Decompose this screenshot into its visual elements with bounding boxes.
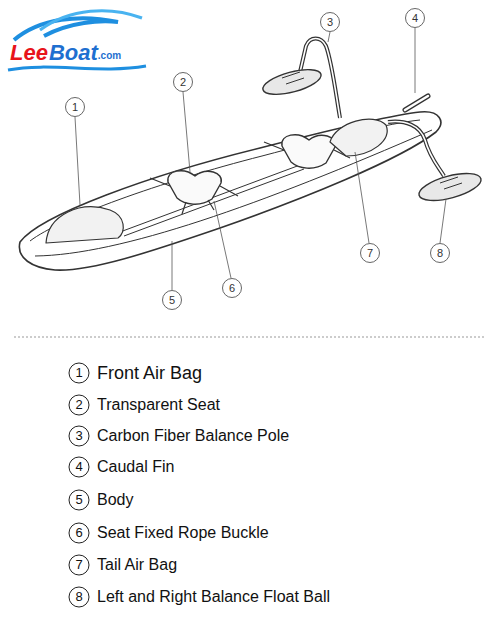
seat-strap [150, 178, 238, 214]
callout-circle [163, 291, 182, 310]
list-number: 1 [69, 363, 89, 383]
separator-line [14, 337, 486, 338]
callout-circles [66, 9, 450, 310]
part-name: Caudal Fin [97, 456, 174, 478]
callout-number: 3 [320, 12, 340, 32]
float-ball [416, 168, 484, 206]
logo-wave [8, 66, 146, 70]
list-number: 5 [69, 490, 89, 510]
callout-circle [321, 13, 340, 32]
logo-wave [40, 11, 142, 30]
callout-number: 4 [405, 8, 425, 28]
part-name: Carbon Fiber Balance Pole [97, 425, 289, 447]
list-number: 2 [69, 395, 89, 415]
callout-circle [361, 244, 380, 263]
tail-air-bag [330, 119, 387, 156]
logo-waves [8, 11, 146, 70]
list-number: 4 [69, 457, 89, 477]
hull-keel [120, 165, 300, 232]
float-strap [440, 177, 462, 189]
logo-text: .com [98, 50, 121, 62]
callout-number: 1 [65, 97, 85, 117]
seat [168, 171, 221, 204]
callout-number: 7 [360, 243, 380, 263]
logo-wave [14, 18, 118, 40]
list-circle [69, 490, 89, 510]
callout-circle [431, 244, 450, 263]
leader-lines [75, 28, 446, 290]
callout-circle [66, 98, 85, 117]
callout-circle [406, 9, 425, 28]
callout-number: 8 [430, 243, 450, 263]
list-circle [69, 426, 89, 446]
leader-line [355, 152, 369, 243]
list-circle [69, 363, 89, 383]
leader-line [214, 201, 231, 278]
part-name: Body [97, 489, 133, 511]
leader-line [183, 92, 190, 172]
part-name: Front Air Bag [97, 362, 202, 384]
caudal-fin-inner [405, 96, 428, 110]
callout-circle [174, 73, 193, 92]
boat-hull [19, 112, 440, 270]
part-name: Transparent Seat [97, 394, 220, 416]
callout-number: 2 [173, 72, 193, 92]
float-strap [282, 72, 304, 84]
callout-circle [223, 279, 242, 298]
list-number: 3 [69, 426, 89, 446]
leader-line [440, 199, 446, 243]
callout-number: 5 [162, 290, 182, 310]
seat [282, 135, 335, 168]
leader-line [415, 28, 416, 93]
leader-line [75, 117, 80, 205]
list-circle [69, 395, 89, 415]
list-circles [69, 363, 89, 607]
list-circle [69, 555, 89, 575]
leader-line [328, 32, 330, 42]
part-name: Seat Fixed Rope Buckle [97, 522, 269, 544]
list-circle [69, 457, 89, 477]
list-number: 6 [69, 523, 89, 543]
balance-pole [388, 122, 444, 176]
balance-pole-inner [388, 122, 444, 176]
part-name: Left and Right Balance Float Ball [97, 586, 330, 608]
front-air-bag [46, 207, 123, 243]
leader-line [172, 241, 173, 290]
callout-number: 6 [222, 278, 242, 298]
list-number: 7 [69, 555, 89, 575]
list-circle [69, 587, 89, 607]
boat-drawing [19, 39, 483, 271]
float-ball [260, 65, 323, 100]
part-name: Tail Air Bag [97, 554, 177, 576]
list-circle [69, 523, 89, 543]
caudal-fin [405, 96, 428, 110]
logo-text: Lee [10, 40, 48, 66]
logo-text: Boat [49, 40, 98, 66]
list-number: 8 [69, 587, 89, 607]
